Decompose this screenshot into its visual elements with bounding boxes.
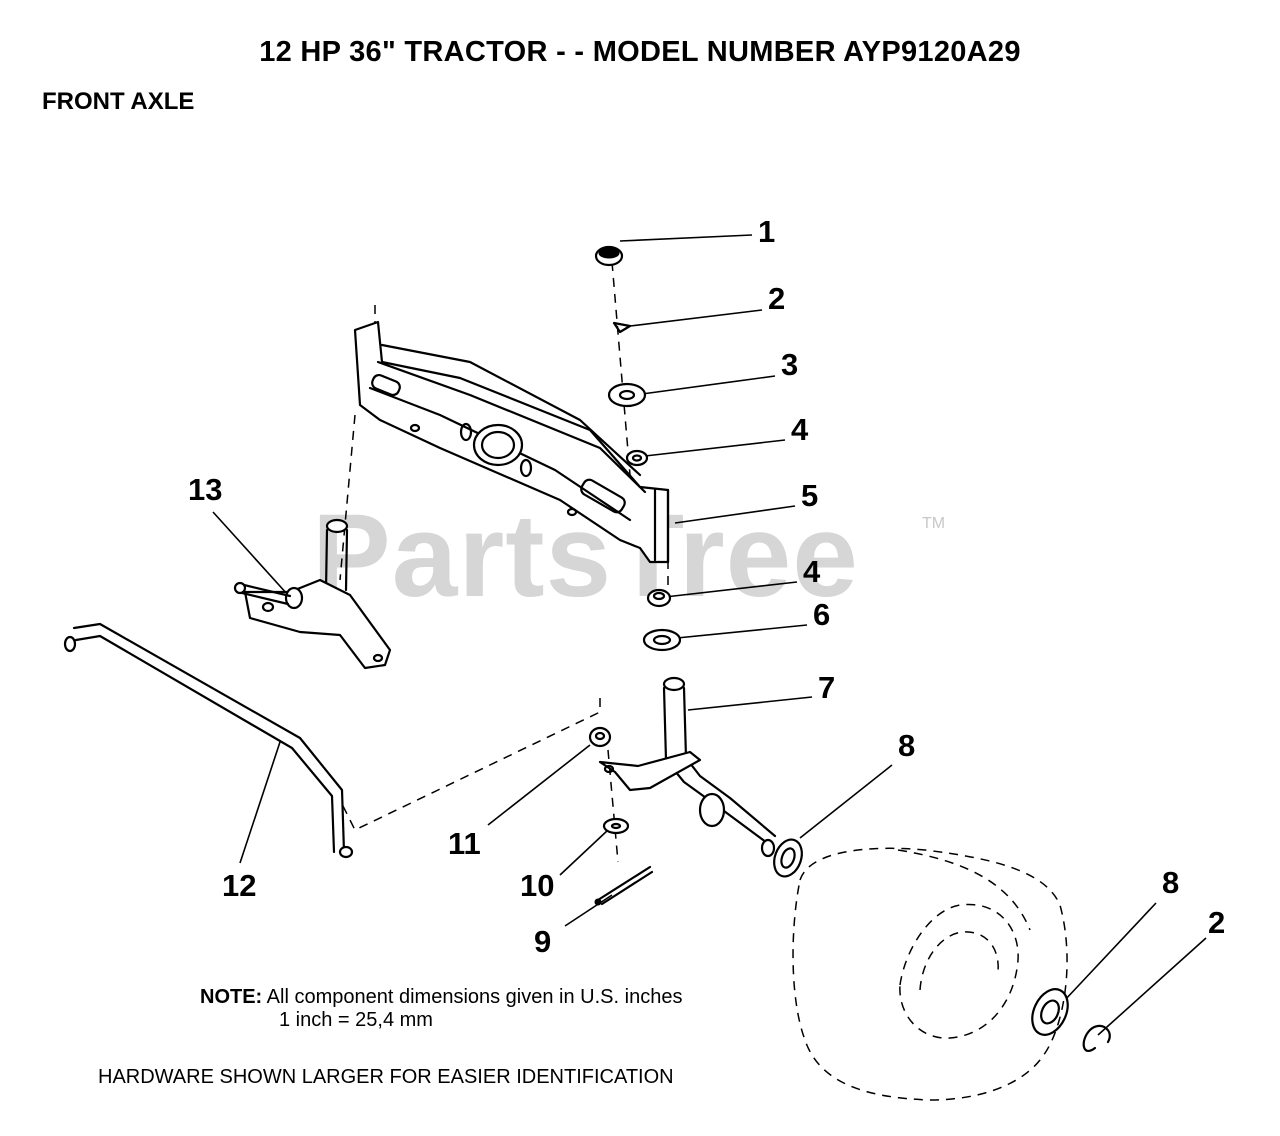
note-line-1: All component dimensions given in U.S. i… — [266, 986, 683, 1008]
callout-2-right[interactable]: 2 — [1208, 905, 1226, 940]
callout-8[interactable]: 8 — [898, 728, 916, 763]
hardware-stack — [594, 245, 682, 652]
callout-2[interactable]: 2 — [768, 281, 786, 316]
callout-6[interactable]: 6 — [813, 597, 831, 632]
diagram-title: 12 HP 36" TRACTOR - - MODEL NUMBER AYP91… — [259, 36, 1021, 68]
callout-9[interactable]: 9 — [534, 924, 552, 959]
small-hardware — [588, 726, 654, 906]
callout-5[interactable]: 5 — [801, 478, 819, 513]
callout-8-right[interactable]: 8 — [1162, 865, 1180, 900]
callout-7[interactable]: 7 — [818, 670, 836, 705]
hardware-footer-note: HARDWARE SHOWN LARGER FOR EASIER IDENTIF… — [98, 1066, 674, 1088]
dimension-note: NOTE: All component dimensions given in … — [200, 986, 682, 1032]
trademark-mark: TM — [922, 515, 946, 532]
tie-rod — [63, 622, 354, 859]
callout-1[interactable]: 1 — [758, 214, 776, 249]
callout-12[interactable]: 12 — [222, 868, 257, 903]
callout-11[interactable]: 11 — [448, 826, 481, 861]
note-line-2: 1 inch = 25,4 mm — [279, 1009, 433, 1031]
callout-10[interactable]: 10 — [520, 868, 555, 903]
left-spindle — [233, 518, 392, 670]
note-label: NOTE: — [200, 986, 263, 1008]
callout-3[interactable]: 3 — [781, 347, 799, 382]
callout-4-lower[interactable]: 4 — [803, 554, 821, 589]
front-axle-beam — [353, 320, 670, 564]
callout-13[interactable]: 13 — [188, 472, 223, 507]
callout-4[interactable]: 4 — [791, 412, 809, 447]
right-spindle — [598, 676, 777, 858]
diagram-subtitle: FRONT AXLE — [42, 88, 195, 115]
tire-outline — [792, 847, 1068, 1101]
leader-lines — [212, 234, 1207, 1036]
